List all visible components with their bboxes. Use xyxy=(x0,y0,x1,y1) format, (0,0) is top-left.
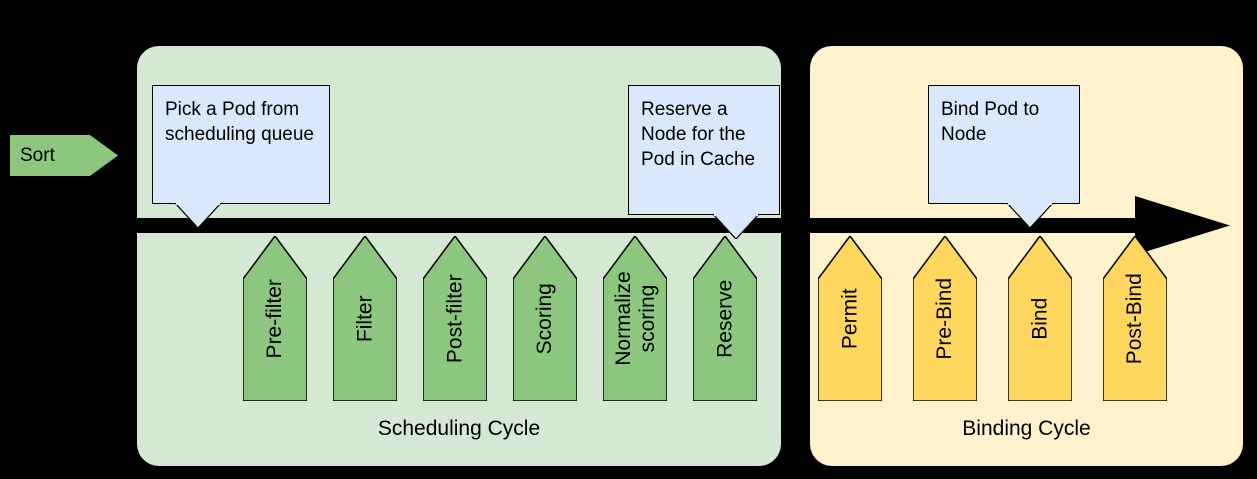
stage-permit[interactable]: Permit xyxy=(818,236,882,401)
callout-reserve-a-node: Reserve a Node for the Pod in Cache xyxy=(628,85,780,239)
stage-label: Pre-filter xyxy=(263,278,287,359)
pentagon-outline xyxy=(1008,236,1072,401)
pentagon-outline xyxy=(603,236,667,401)
pentagon-outline xyxy=(693,236,757,401)
stage-filter[interactable]: Filter xyxy=(333,236,397,401)
pentagon-outline xyxy=(913,236,977,401)
stage-label: Pre-Bind xyxy=(933,277,957,360)
framework-timeline-bar xyxy=(137,218,1205,233)
pentagon-outline xyxy=(423,236,487,401)
pentagon-outline xyxy=(513,236,577,401)
stage-label: Reserve xyxy=(713,279,737,358)
stage-post-filter[interactable]: Post-filter xyxy=(423,236,487,401)
callout-text: Bind Pod to Node xyxy=(941,99,1040,146)
callout-pick-a-pod: Pick a Pod from scheduling queue xyxy=(152,85,330,228)
stage-label: Scoring xyxy=(533,282,557,355)
callout-text: Pick a Pod from scheduling queue xyxy=(165,99,314,146)
stage-label: Normalize scoring xyxy=(611,271,658,366)
stage-label: Permit xyxy=(838,288,862,349)
stage-scoring[interactable]: Scoring xyxy=(513,236,577,401)
pentagon-outline xyxy=(333,236,397,401)
stage-reserve[interactable]: Reserve xyxy=(693,236,757,401)
sort-stage-arrow[interactable]: Sort xyxy=(10,135,118,176)
stage-label: Bind xyxy=(1028,297,1052,340)
stage-normalize-scoring[interactable]: Normalize scoring xyxy=(603,236,667,401)
binding-cycle-label: Binding Cycle xyxy=(962,416,1091,440)
stage-bind[interactable]: Bind xyxy=(1008,236,1072,401)
callout-text: Reserve a Node for the Pod in Cache xyxy=(641,99,756,171)
callout-bind-pod-to-node: Bind Pod to Node xyxy=(928,85,1080,228)
pentagon-outline xyxy=(1103,236,1167,401)
stage-pre-bind[interactable]: Pre-Bind xyxy=(913,236,977,401)
stage-pre-filter[interactable]: Pre-filter xyxy=(243,236,307,401)
pentagon-outline xyxy=(243,236,307,401)
stage-label: Post-Bind xyxy=(1123,272,1147,365)
pentagon-outline xyxy=(818,236,882,401)
stage-label: Filter xyxy=(353,295,377,342)
stage-label-line2: scoring xyxy=(635,284,658,353)
stage-label: Post-filter xyxy=(443,274,467,363)
stage-label-line1: Normalize xyxy=(611,271,635,366)
scheduling-cycle-label: Scheduling Cycle xyxy=(377,416,541,440)
stage-post-bind[interactable]: Post-Bind xyxy=(1103,236,1167,401)
sort-stage-label: Sort xyxy=(20,145,55,166)
